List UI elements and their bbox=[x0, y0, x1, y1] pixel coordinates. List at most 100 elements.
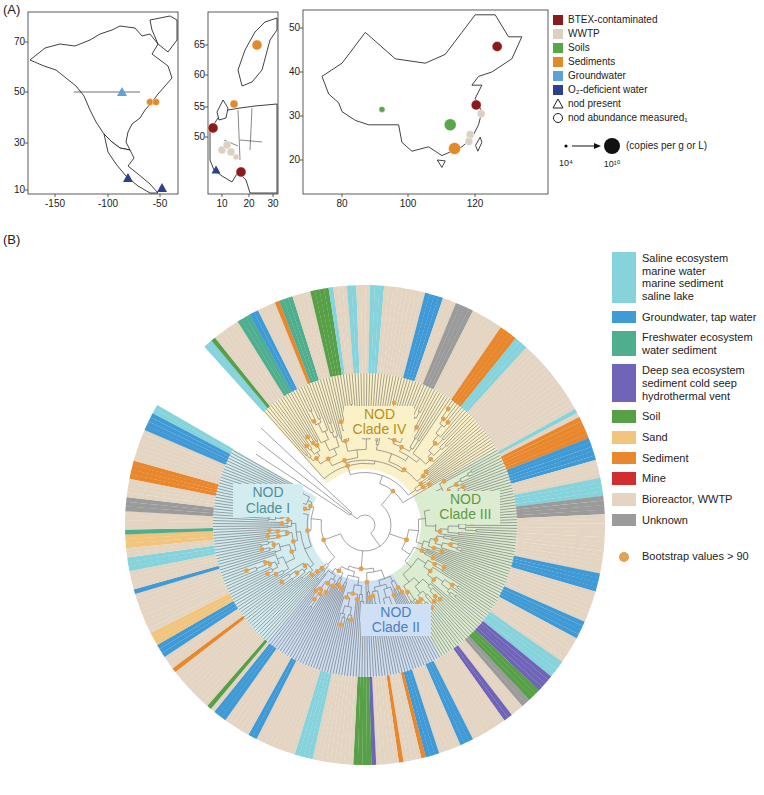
tree-branch bbox=[307, 455, 310, 458]
legend-text: WWTP bbox=[568, 28, 600, 40]
site-dot bbox=[153, 99, 160, 106]
tree-branch bbox=[432, 603, 464, 640]
tree-branch bbox=[324, 565, 328, 570]
tree-branch bbox=[261, 544, 268, 545]
tree-branch bbox=[451, 404, 457, 411]
tree-branch bbox=[361, 551, 363, 569]
tree-branch bbox=[288, 394, 311, 433]
tree-branch bbox=[376, 374, 378, 398]
site-dot bbox=[236, 167, 246, 177]
tree-branch bbox=[413, 441, 418, 450]
tree-branch bbox=[465, 530, 476, 532]
tree-branch bbox=[431, 577, 436, 583]
tree-branch bbox=[451, 570, 500, 596]
legend-swatch bbox=[553, 43, 563, 53]
bootstrap-dot bbox=[344, 595, 349, 600]
tree-branch bbox=[374, 587, 376, 591]
tree-branch bbox=[485, 530, 517, 531]
bootstrap-dot bbox=[400, 589, 405, 594]
tree-branch bbox=[458, 586, 466, 591]
bootstrap-dot bbox=[367, 595, 372, 600]
bootstrap-dot bbox=[432, 599, 437, 604]
tree-branch bbox=[288, 526, 292, 527]
legend-swatch bbox=[612, 311, 636, 324]
coastline bbox=[217, 100, 228, 120]
tree-branch bbox=[341, 573, 343, 578]
bootstrap-dot bbox=[461, 484, 466, 489]
tree-branch bbox=[292, 532, 296, 550]
bootstrap-dot bbox=[405, 590, 410, 595]
tree-branch bbox=[308, 564, 313, 570]
tree-branch bbox=[270, 548, 275, 549]
tree-branch bbox=[457, 550, 461, 551]
border-line bbox=[224, 108, 262, 160]
axis-tick bbox=[300, 160, 303, 161]
bootstrap-dot bbox=[337, 582, 342, 587]
bootstrap-dot bbox=[414, 425, 419, 430]
bootstrap-dot bbox=[441, 416, 446, 421]
axis-tick bbox=[25, 92, 28, 93]
tree-branch bbox=[214, 533, 270, 538]
tree-branch bbox=[268, 541, 273, 543]
bootstrap-dot bbox=[350, 591, 355, 596]
bootstrap-dot bbox=[434, 537, 439, 542]
tree-branch bbox=[325, 571, 328, 575]
tree-branch bbox=[273, 554, 276, 556]
bootstrap-dot bbox=[265, 572, 270, 577]
legend-dot bbox=[619, 552, 629, 562]
tree-branch bbox=[233, 450, 290, 482]
tree-branch bbox=[335, 376, 344, 421]
legend-swatch bbox=[612, 493, 636, 506]
legend-text: Deep sea ecosystem sediment cold seep hy… bbox=[642, 364, 746, 402]
tree-branch bbox=[451, 592, 456, 596]
tree-branch bbox=[236, 565, 300, 605]
bootstrap-dot bbox=[321, 538, 326, 543]
tree-branch bbox=[391, 582, 394, 589]
tree-branch bbox=[418, 404, 421, 411]
legend-text: Groundwater bbox=[568, 70, 626, 82]
tree-branch bbox=[442, 571, 450, 576]
tree-branch bbox=[230, 455, 280, 481]
tree-branch bbox=[268, 567, 271, 568]
tree-branch bbox=[451, 554, 509, 574]
tree-branch bbox=[467, 472, 471, 474]
tree-branch bbox=[461, 542, 514, 551]
tree-branch bbox=[403, 574, 409, 582]
tree-branch bbox=[444, 432, 451, 440]
scale-arrow bbox=[572, 146, 596, 147]
bootstrap-dot bbox=[305, 528, 310, 533]
tree-branch bbox=[401, 633, 413, 669]
legend-text: nod present bbox=[568, 98, 621, 110]
tree-branch bbox=[310, 570, 312, 572]
bootstrap-dot bbox=[320, 566, 325, 571]
tip-band bbox=[150, 413, 230, 457]
bootstrap-dot bbox=[303, 506, 308, 511]
legend-swatch bbox=[612, 452, 636, 465]
tree-branch bbox=[295, 593, 330, 660]
tree-branch bbox=[436, 425, 442, 433]
site-dot bbox=[233, 154, 239, 160]
bootstrap-dot bbox=[454, 482, 459, 487]
axis-label: 20 bbox=[289, 154, 300, 166]
tree-branch bbox=[444, 538, 452, 539]
axis-label: 70 bbox=[14, 36, 25, 48]
tree-branch bbox=[458, 543, 466, 545]
tree-branch bbox=[333, 576, 335, 580]
tree-branch bbox=[304, 573, 311, 579]
tree-branch bbox=[353, 572, 354, 577]
tree-branch bbox=[322, 476, 324, 478]
tree-branch bbox=[229, 458, 280, 483]
site-triangle bbox=[212, 166, 221, 174]
tree-branch bbox=[447, 410, 464, 430]
tree-branch bbox=[318, 424, 322, 433]
tree-branch bbox=[425, 552, 434, 556]
bootstrap-dot bbox=[267, 528, 272, 533]
bootstrap-dot bbox=[308, 504, 313, 509]
legend-swatch bbox=[612, 472, 636, 485]
coastline bbox=[150, 16, 177, 52]
clade-label: NOD Clade IV bbox=[344, 406, 414, 439]
tree-branch bbox=[428, 586, 431, 589]
tree-branch bbox=[328, 557, 335, 564]
tree-branch bbox=[391, 376, 396, 402]
tree-branch bbox=[356, 612, 360, 676]
